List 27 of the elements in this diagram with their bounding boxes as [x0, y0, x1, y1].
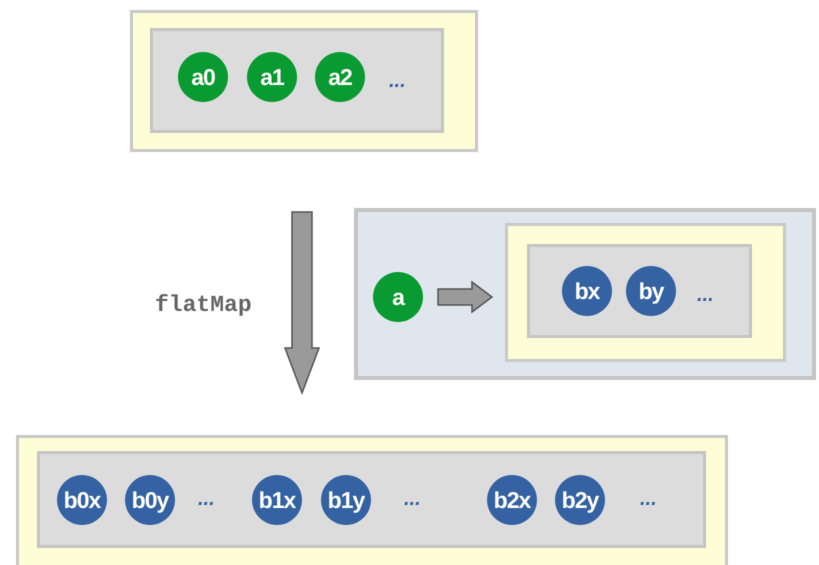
element-circle: a2: [315, 52, 365, 102]
ellipsis-text: ...: [640, 488, 657, 511]
element-circle: bx: [562, 266, 612, 316]
inner-container-box: [37, 451, 706, 548]
outer-container-box: [130, 10, 478, 152]
outer-container-box: [505, 223, 786, 362]
element-circle: b1y: [321, 475, 371, 525]
element-circle: b0y: [125, 475, 175, 525]
inner-container-box: [150, 28, 444, 133]
block-arrow: [437, 280, 494, 314]
element-circle: b2y: [555, 475, 605, 525]
ellipsis-text: ...: [404, 488, 421, 511]
block-arrow: [284, 211, 320, 396]
element-circle: b1x: [252, 475, 302, 525]
element-circle: a1: [247, 52, 297, 102]
ellipsis-text: ...: [198, 488, 215, 511]
element-circle: b0x: [57, 475, 107, 525]
outer-container-box: [16, 435, 728, 565]
inner-container-box: [527, 244, 752, 338]
ellipsis-text: ...: [389, 70, 406, 93]
function-panel: [354, 208, 816, 380]
element-circle: a: [373, 272, 423, 322]
element-circle: a0: [178, 52, 228, 102]
element-circle: by: [626, 266, 676, 316]
edge-label: flatMap: [155, 292, 252, 318]
ellipsis-text: ...: [697, 284, 714, 307]
element-circle: b2x: [487, 475, 537, 525]
